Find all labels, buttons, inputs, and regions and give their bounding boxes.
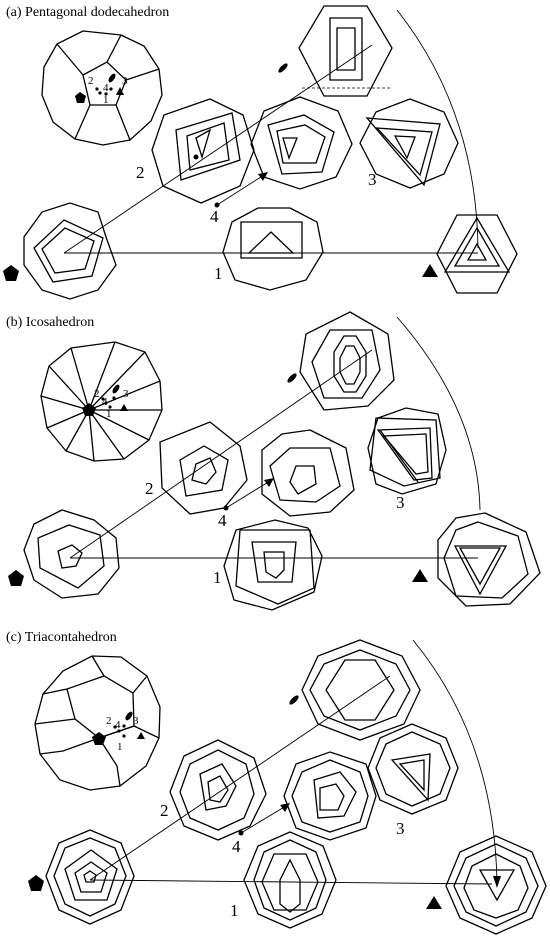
inset-fivefold-marker: [75, 92, 86, 103]
inset-label-4: 4: [115, 719, 121, 731]
c-point4-cell: [283, 751, 377, 841]
b-label-2: 2: [145, 479, 154, 498]
b-triangle-symbol: [412, 569, 428, 582]
panel-b: (b) Icosahedron: [6, 311, 541, 611]
panel-a-inset-dodecahedron: 2 4 1 3: [41, 30, 163, 146]
b-point2-cell: [159, 421, 248, 515]
a-fivefold-cell: [23, 202, 117, 300]
a-pentagon-symbol: [3, 265, 19, 281]
inset-label-2: 2: [94, 388, 100, 400]
a-point4-cell: [250, 96, 353, 190]
inset-twofold-marker: [112, 384, 120, 394]
b-label-3: 3: [396, 493, 405, 512]
a-label-4: 4: [210, 207, 219, 226]
inset-threefold-marker: [116, 87, 124, 95]
c-lens-symbol: [289, 695, 299, 705]
inset-outline: [41, 30, 163, 146]
inset-threefold-marker: [137, 732, 145, 739]
b-label-1: 1: [213, 568, 222, 587]
inset-label-1: 1: [117, 741, 123, 753]
inset-fivefold-marker: [92, 732, 106, 745]
b-point4-cell: [261, 429, 355, 517]
inset-fivefold-marker: [82, 403, 96, 416]
a-point2-cell: [151, 98, 255, 204]
c-threefold-cell: [445, 835, 547, 935]
a-label-3: 3: [368, 170, 377, 189]
b-pentagon-symbol: [8, 570, 24, 586]
b-lens-symbol: [287, 373, 297, 383]
inset-label-3: 3: [123, 388, 129, 400]
inset-label-4: 4: [102, 396, 108, 408]
a-edge1-cell: [222, 207, 324, 291]
b-threefold-cell: [437, 512, 541, 607]
a-lens-symbol: [278, 63, 288, 73]
c-twofold-cell: [301, 639, 421, 741]
c-point2-cell: [169, 739, 267, 841]
b-point3-cell: [367, 407, 447, 495]
c-pentagon-symbol: [28, 875, 44, 891]
panel-b-inset-icosahedron: 2 4 1 3: [40, 341, 163, 462]
b-edge1-cell: [223, 519, 323, 611]
a-twofold-cell: [298, 5, 393, 97]
inset-twofold-marker: [125, 711, 133, 721]
inset-threefold-marker: [120, 404, 128, 411]
a-threefold-cell: [436, 214, 518, 294]
a-triangle-symbol: [422, 264, 438, 277]
inset-label-1: 1: [103, 94, 109, 106]
panel-a: (a) Pentagonal dodecahedron 2 4 1 3: [3, 5, 518, 300]
inset-twofold-marker: [108, 73, 116, 83]
b-label-4: 4: [218, 511, 227, 530]
inset-label-1: 1: [106, 408, 112, 420]
inset-label-2: 2: [106, 715, 112, 727]
panel-c-inset-triacontahedron: 2 4 1 3: [34, 655, 161, 791]
c-label-1: 1: [230, 901, 239, 920]
a-point3-cell: [359, 98, 459, 189]
a-label-2: 2: [136, 163, 145, 182]
c-point3-cell: [367, 723, 459, 815]
panel-c-title: (c) Triacontahedron: [6, 630, 117, 645]
b-fivefold-cell: [23, 509, 120, 599]
a-label-1: 1: [214, 264, 223, 283]
inset-label-4: 4: [103, 82, 109, 94]
panel-c: (c) Triacontahedron 2 4 1 3: [6, 630, 547, 935]
inset-outline: [34, 655, 161, 791]
c-label-4: 4: [232, 837, 241, 856]
c-fivefold-cell: [45, 829, 135, 925]
inset-label-3: 3: [122, 75, 128, 87]
inset-label-2: 2: [88, 75, 94, 87]
c-edge1-cell: [243, 831, 337, 929]
panel-b-title: (b) Icosahedron: [6, 315, 94, 330]
c-label-2: 2: [160, 801, 169, 820]
inset-label-3: 3: [133, 715, 139, 727]
c-label-3: 3: [396, 819, 405, 838]
panel-a-title: (a) Pentagonal dodecahedron: [6, 5, 169, 20]
c-triangle-symbol: [426, 896, 442, 909]
b-twofold-cell: [299, 311, 395, 411]
